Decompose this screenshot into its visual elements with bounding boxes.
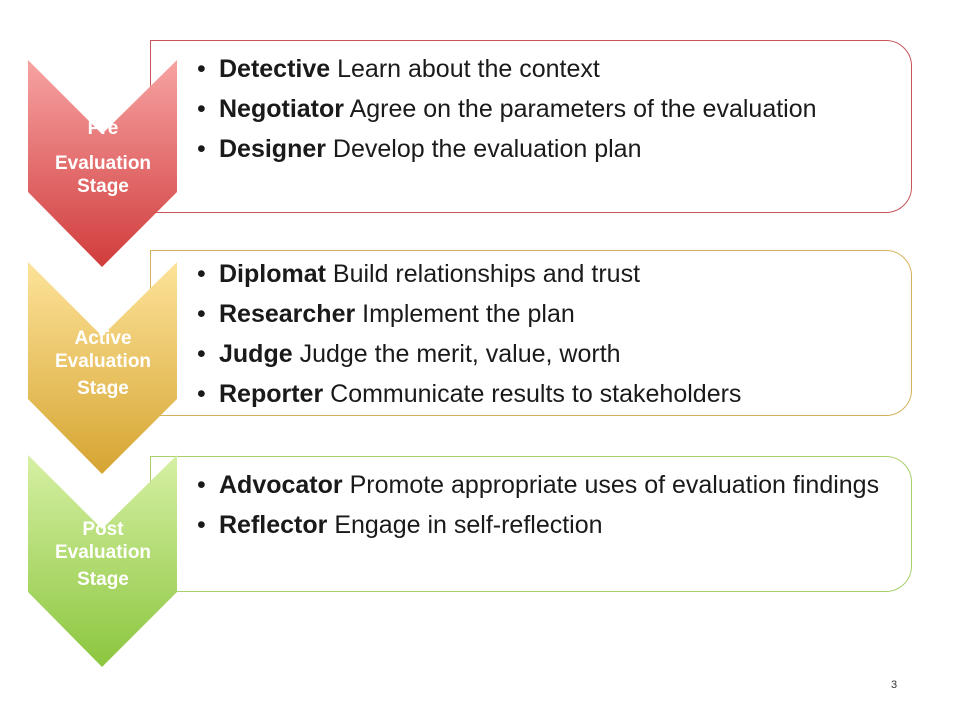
stage-label-line: Stage bbox=[77, 569, 129, 590]
list-item: •Judge Judge the merit, value, worth bbox=[197, 340, 621, 368]
page-number: 3 bbox=[891, 679, 898, 691]
role-description: Implement the plan bbox=[355, 300, 575, 328]
role-description: Communicate results to stakeholders bbox=[323, 380, 742, 408]
list-item: •Designer Develop the evaluation plan bbox=[197, 135, 642, 163]
post-stage-chevron bbox=[28, 455, 177, 667]
stage-label-line: Active bbox=[74, 328, 132, 349]
list-item: •Researcher Implement the plan bbox=[197, 300, 575, 328]
role-name: Reporter bbox=[219, 380, 324, 408]
role-name: Detective bbox=[219, 55, 331, 83]
active-stage-chevron bbox=[28, 262, 177, 474]
pre-stage-box: •Detective Learn about the context •Nego… bbox=[150, 40, 912, 213]
active-stage-box: •Diplomat Build relationships and trust … bbox=[150, 250, 912, 416]
post-stage-box: •Advocator Promote appropriate uses of e… bbox=[150, 456, 912, 592]
active-stage-label: Active Evaluation Stage bbox=[28, 327, 178, 400]
list-item: •Reflector Engage in self-reflection bbox=[197, 511, 603, 539]
role-name: Reflector bbox=[219, 511, 328, 539]
role-description: Engage in self-reflection bbox=[327, 511, 603, 539]
pre-stage-label: Pre Evaluation Stage bbox=[28, 117, 178, 198]
active-stage-list: •Diplomat Build relationships and trust … bbox=[151, 260, 911, 409]
list-item: •Diplomat Build relationships and trust bbox=[197, 260, 641, 288]
pre-stage-list: •Detective Learn about the context •Nego… bbox=[151, 55, 911, 164]
list-item: •Advocator Promote appropriate uses of e… bbox=[197, 471, 880, 499]
post-stage-label: Post Evaluation Stage bbox=[28, 518, 178, 591]
stage-label-line: Post bbox=[82, 519, 124, 540]
list-item: •Negotiator Agree on the parameters of t… bbox=[197, 95, 817, 123]
role-description: Promote appropriate uses of evaluation f… bbox=[342, 471, 880, 499]
role-name: Negotiator bbox=[219, 95, 344, 123]
stage-label-line: Stage bbox=[77, 378, 129, 399]
post-stage-list: •Advocator Promote appropriate uses of e… bbox=[151, 471, 911, 540]
role-name: Designer bbox=[219, 135, 326, 163]
role-name: Judge bbox=[219, 340, 293, 368]
pre-stage-chevron bbox=[28, 60, 177, 267]
role-name: Advocator bbox=[219, 471, 343, 499]
role-name: Researcher bbox=[219, 300, 356, 328]
list-item: •Reporter Communicate results to stakeho… bbox=[197, 380, 742, 408]
list-item: •Detective Learn about the context bbox=[197, 55, 600, 83]
role-description: Develop the evaluation plan bbox=[325, 135, 642, 163]
role-description: Build relationships and trust bbox=[325, 260, 641, 288]
stage-label-line: Pre bbox=[87, 118, 119, 139]
role-name: Diplomat bbox=[219, 260, 326, 288]
stage-label-line: Evaluation bbox=[54, 153, 152, 174]
role-description: Learn about the context bbox=[330, 55, 600, 83]
stage-label-line: Stage bbox=[77, 176, 129, 197]
role-description: Judge the merit, value, worth bbox=[292, 340, 621, 368]
stage-label-line: Evaluation bbox=[54, 351, 152, 372]
stage-label-line: Evaluation bbox=[54, 542, 152, 563]
role-description: Agree on the parameters of the evaluatio… bbox=[344, 95, 817, 123]
